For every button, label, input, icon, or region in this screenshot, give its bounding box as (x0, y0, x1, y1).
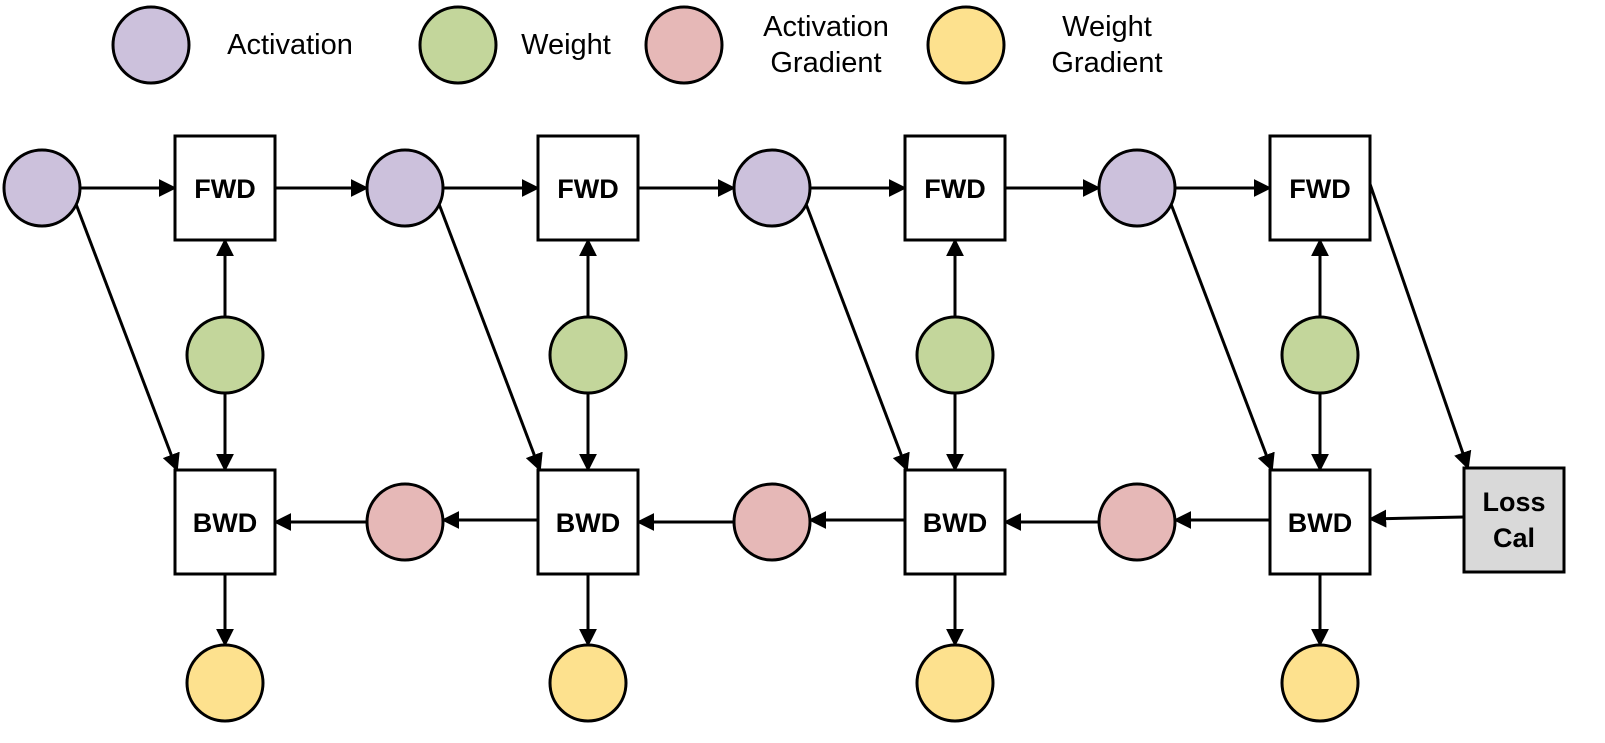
edge-activation-to-bwd-2 (437, 203, 543, 472)
legend-label-weight-gradient-line: Weight (1062, 11, 1152, 43)
activation-node-4 (1097, 148, 1177, 228)
bwd-box-4 (1268, 468, 1372, 576)
activation-gradient-node-3 (1097, 482, 1177, 562)
loss-cal-label-line: Cal (1493, 523, 1535, 553)
activation-gradient-node-1 (365, 482, 445, 562)
bwd-label-4: BWD (1288, 508, 1352, 538)
activation-gradient-node-2 (732, 482, 812, 562)
weight-node-4 (1280, 315, 1360, 395)
bwd-label-3: BWD (923, 508, 987, 538)
bwd-label-1: BWD (193, 508, 257, 538)
legend-label-activation-gradient-line: Gradient (770, 47, 881, 79)
edge-activation-to-bwd-1 (74, 203, 180, 472)
legend-swatch-weight-gradient (926, 5, 1006, 85)
weight-node-3 (915, 315, 995, 395)
loss-cal-label-line: Loss (1482, 487, 1545, 517)
edge-activation-to-bwd-4 (1169, 203, 1275, 472)
fwd-label-3: FWD (924, 174, 985, 204)
edge-loss-to-bwd-4 (1368, 509, 1465, 528)
fwd-box-3 (903, 134, 1007, 242)
fwd-box-2 (536, 134, 640, 242)
fwd-label-2: FWD (557, 174, 618, 204)
bwd-box-3 (903, 468, 1007, 576)
legend-swatch-activation (111, 5, 191, 85)
activation-node-2 (365, 148, 445, 228)
bwd-box-1 (173, 468, 277, 576)
legend-label-weight-gradient-line: Gradient (1051, 47, 1162, 79)
activation-node-3 (732, 148, 812, 228)
legend-swatch-weight (418, 5, 498, 85)
fwd-box-4 (1268, 134, 1372, 242)
bwd-box-2 (536, 468, 640, 576)
edge-fwd-to-loss (1368, 183, 1472, 470)
fwd-box-1 (173, 134, 277, 242)
activation-node-1 (2, 148, 82, 228)
legend-label-weight-line: Weight (521, 29, 611, 61)
fwd-label-4: FWD (1289, 174, 1350, 204)
legend-label-weight: Weight (521, 29, 611, 61)
weight-node-2 (548, 315, 628, 395)
weight-node-1 (185, 315, 265, 395)
bwd-label-2: BWD (556, 508, 620, 538)
weight-gradient-node-4 (1280, 643, 1360, 723)
edges (74, 179, 1472, 647)
fwd-label-1: FWD (194, 174, 255, 204)
legend-label-activation-gradient-line: Activation (763, 11, 889, 43)
weight-gradient-node-1 (185, 643, 265, 723)
legend-label-activation-line: Activation (227, 29, 353, 61)
weight-gradient-node-2 (548, 643, 628, 723)
edge-activation-to-bwd-3 (804, 203, 910, 472)
weight-gradient-node-3 (915, 643, 995, 723)
loss-cal-box (1462, 466, 1566, 574)
legend-label-activation: Activation (227, 29, 353, 61)
legend-swatch-activation-gradient (644, 5, 724, 85)
